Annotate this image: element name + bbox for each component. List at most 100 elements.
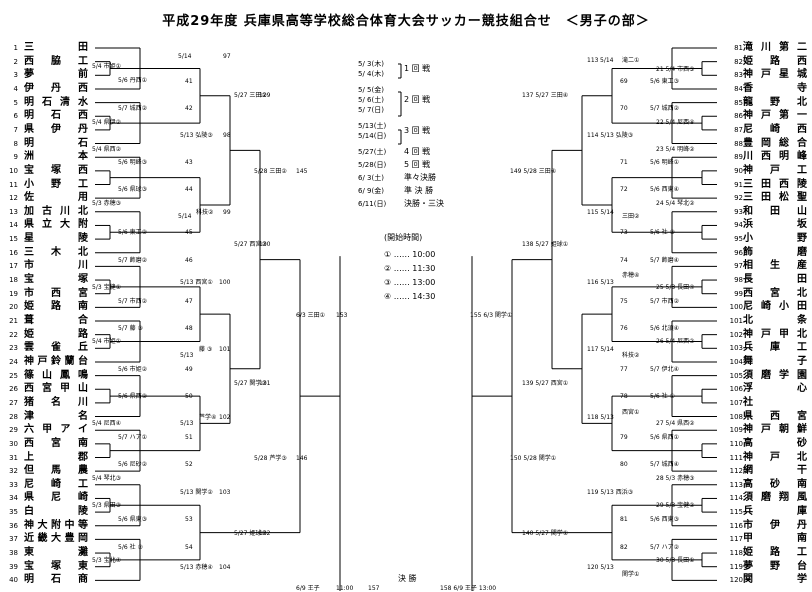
match-label: 赤穂④ [622,272,640,279]
team-number: 7 [13,125,18,134]
match-label: 5/7 城西④ [650,461,679,468]
match-label: 50 [185,393,193,400]
right-team-row: 116市伊丹 [721,519,812,533]
match-label: 24 5/4 琴北② [656,200,695,207]
left-team-row: 14 県立大附 [0,218,88,232]
right-team-row: 81滝川第二 [721,41,812,55]
team-number: 14 [9,221,18,230]
right-team-row: 83神戸星城 [721,68,812,82]
match-label: 6/9 王子 [296,585,320,592]
schedule-round: 決勝・三決 [404,199,444,208]
team-number: 30 [9,439,18,448]
match-label: 131 [259,380,271,387]
team-number: 10 [9,166,18,175]
team-number: 21 [9,317,18,325]
team-number: 38 [9,549,18,558]
match-label: 45 [185,229,193,236]
match-label: 79 [620,434,628,441]
team-number: 28 [9,412,18,421]
match-label: 29 5/3 宝健② [656,502,695,509]
team-number: 108 [729,412,743,421]
match-label: 113 [587,57,599,64]
match-label: 150 5/28 関学① [510,455,557,462]
team-name: 香寺 [743,82,807,94]
match-label: 5/6 県東③ [118,516,147,523]
team-name: 伊丹西 [24,82,88,94]
team-name: 但馬農 [24,465,88,477]
team-name: 尼崎小田 [743,301,807,313]
match-label: 5/7 飾磨② [118,257,147,264]
team-name: 篠山鳳鳴 [24,369,88,381]
team-name: 洲本 [24,151,88,163]
match-label: 5/13 [180,352,194,359]
match-label: 5/28 三田② [254,168,287,175]
team-number: 37 [9,535,18,544]
match-label: 5/7 藤 ③ [118,325,143,332]
match-label: 119 5/13 西浜③ [587,489,634,496]
match-label: 27 5/4 県西② [656,420,695,427]
match-label: 145 [296,168,308,175]
match-label: 5/4 市姫① [92,338,121,345]
match-label: 149 5/28 三田④ [510,168,557,175]
team-name: 上郡 [24,451,88,463]
match-label: 117 5/14 [587,346,614,353]
match-label: 5/6 社 ② [118,544,143,551]
right-team-row: 97相生産 [721,259,812,273]
right-team-row: 109神戸朝鮮 [721,423,812,437]
match-label: 21 5/4 市西③ [656,66,695,73]
match-label: 5/4 尼西④ [92,420,121,427]
team-name: 神戸工 [743,164,807,176]
team-number: 31 [9,453,18,462]
schedule-dates: 5/27(土) [358,148,387,156]
team-number: 20 [9,303,18,312]
team-name: 市西宮 [24,287,88,299]
match-label: 98 [223,132,231,139]
schedule-round: 3 回 戦 [404,126,431,135]
match-label: 130 [259,241,271,248]
team-number: 101 [729,317,743,325]
match-label: 73 [620,229,628,236]
match-label: 82 [620,544,628,551]
team-name: 三木北 [24,246,88,258]
team-name: 市川 [24,260,88,272]
final-label: 決 勝 [398,574,417,583]
match-label: 137 5/27 三田④ [522,92,569,99]
start-time-1: ① …… 10:00 [384,250,436,259]
team-name: 六甲アイ [24,424,88,436]
start-time-3: ③ …… 13:00 [384,278,436,287]
team-name: 川西明峰 [743,151,807,163]
team-name: 豊岡総合 [743,137,807,149]
team-name: 県立大附 [24,219,88,231]
team-name: 近畿大豊岡 [24,533,88,545]
team-name: 雲雀丘 [24,342,88,354]
team-name: 西宮甲山 [24,383,88,395]
right-team-row: 85龍野北 [721,96,812,110]
match-label: 48 [185,325,193,332]
right-team-row: 82姫路西 [721,55,812,69]
match-label: 5/6 市姫② [118,366,147,373]
match-label: 70 [620,105,628,112]
team-name: 県尼崎 [24,492,88,504]
match-label: 5/4 県西② [92,146,121,153]
team-name: 須磨翔風 [743,492,807,504]
team-name: 三田松聖 [743,192,807,204]
team-number: 24 [9,357,18,366]
team-number: 9 [13,153,18,162]
team-number: 116 [729,521,743,530]
team-number: 103 [729,344,743,353]
team-name: 市伊丹 [743,519,807,531]
match-label: 78 [620,393,628,400]
team-number: 98 [734,276,743,285]
team-number: 40 [9,576,18,585]
team-number: 36 [9,521,18,530]
left-team-row: 9 洲本 [0,150,88,164]
